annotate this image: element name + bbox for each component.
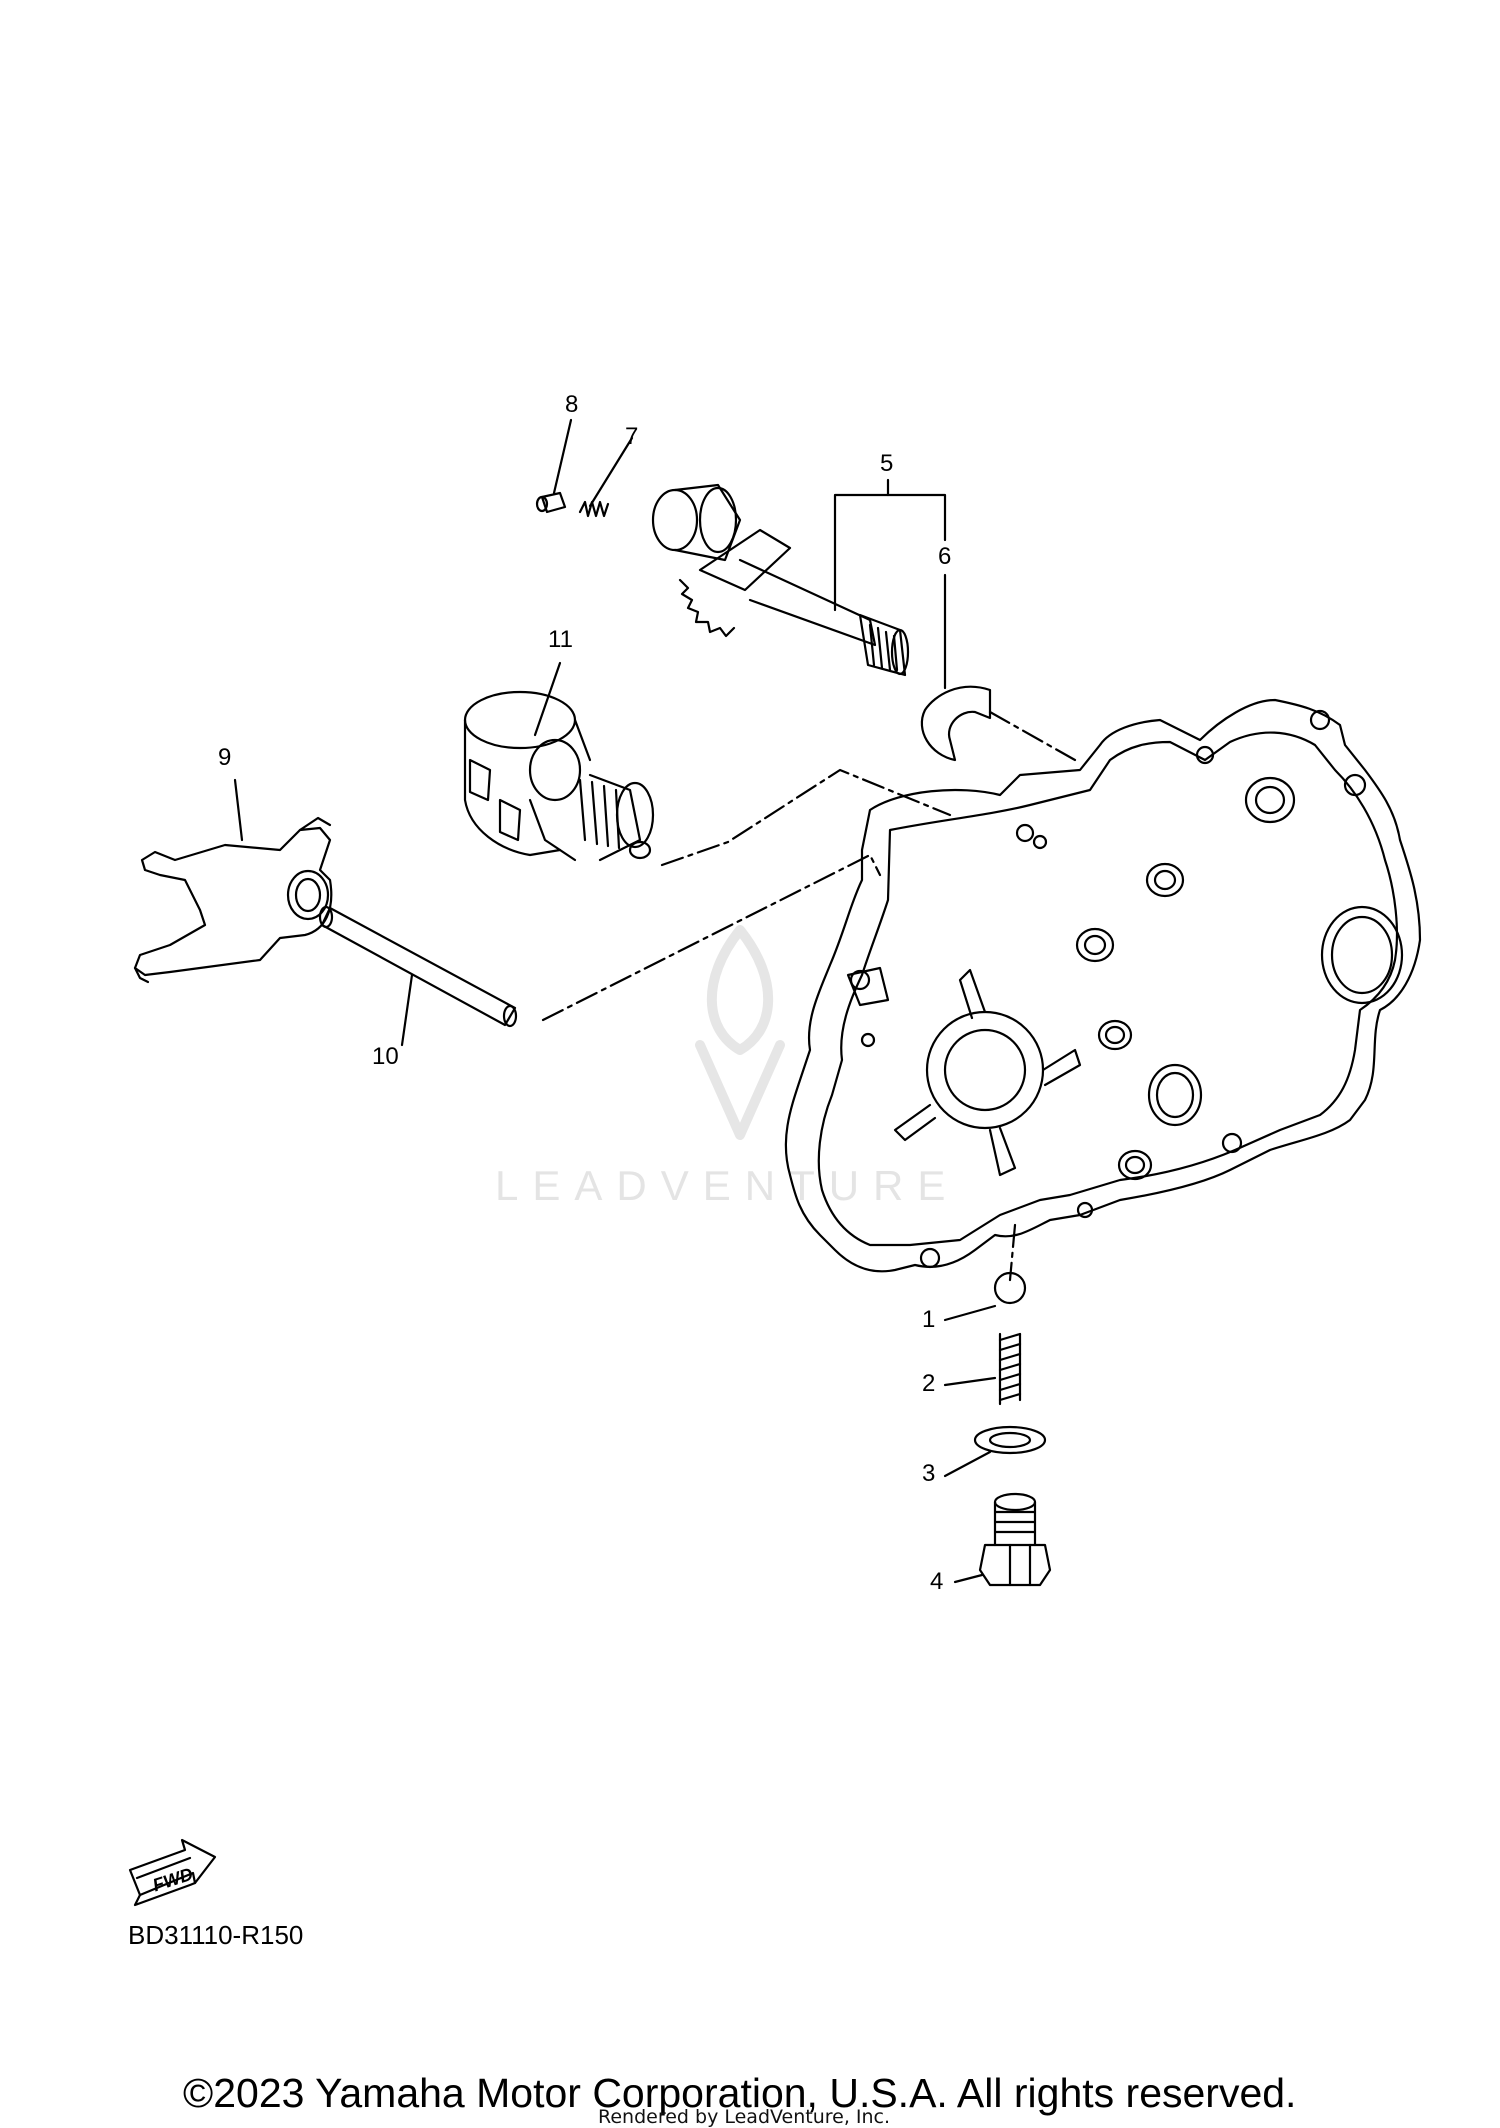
leader-lines — [233, 418, 997, 1584]
bracket-5-6 — [833, 478, 947, 690]
callout-2: 2 — [922, 1370, 936, 1397]
rendered-by-text: Rendered by LeadVenture, Inc. — [598, 2106, 891, 2128]
callout-5: 5 — [880, 450, 894, 477]
watermark-text: LEADVENTURE — [495, 1162, 960, 1209]
callout-10: 10 — [372, 1043, 399, 1070]
assembly-lines — [541, 710, 1077, 1282]
crankcase-cover — [784, 698, 1422, 1273]
diagram-code: BD31110-R150 — [128, 1920, 304, 1950]
part-2-spring — [998, 1332, 1022, 1406]
watermark-logo — [695, 925, 785, 1140]
part-9-shift-fork — [133, 816, 333, 984]
fwd-arrow-icon: FWD — [128, 1838, 217, 1907]
callout-1: 1 — [922, 1306, 936, 1333]
callout-3: 3 — [922, 1460, 936, 1487]
part-10-fork-shaft — [318, 905, 518, 1028]
part-11-shift-drum — [463, 690, 655, 862]
callout-11: 11 — [548, 626, 573, 653]
copyright-text: ©2023 Yamaha Motor Corporation, U.S.A. A… — [183, 2070, 1297, 2116]
callout-4: 4 — [930, 1568, 944, 1595]
part-7-spring — [578, 500, 610, 518]
callout-9: 9 — [218, 744, 232, 771]
part-4-drain-bolt — [978, 1492, 1052, 1587]
callout-8: 8 — [565, 391, 579, 418]
callout-7: 7 — [625, 423, 639, 450]
part-8-pin — [535, 491, 567, 514]
part-3-washer — [973, 1425, 1047, 1455]
part-5-shift-shaft — [651, 483, 910, 677]
part-1-ball — [993, 1271, 1027, 1305]
callout-6: 6 — [938, 543, 952, 570]
part-6-circlip — [920, 685, 992, 762]
